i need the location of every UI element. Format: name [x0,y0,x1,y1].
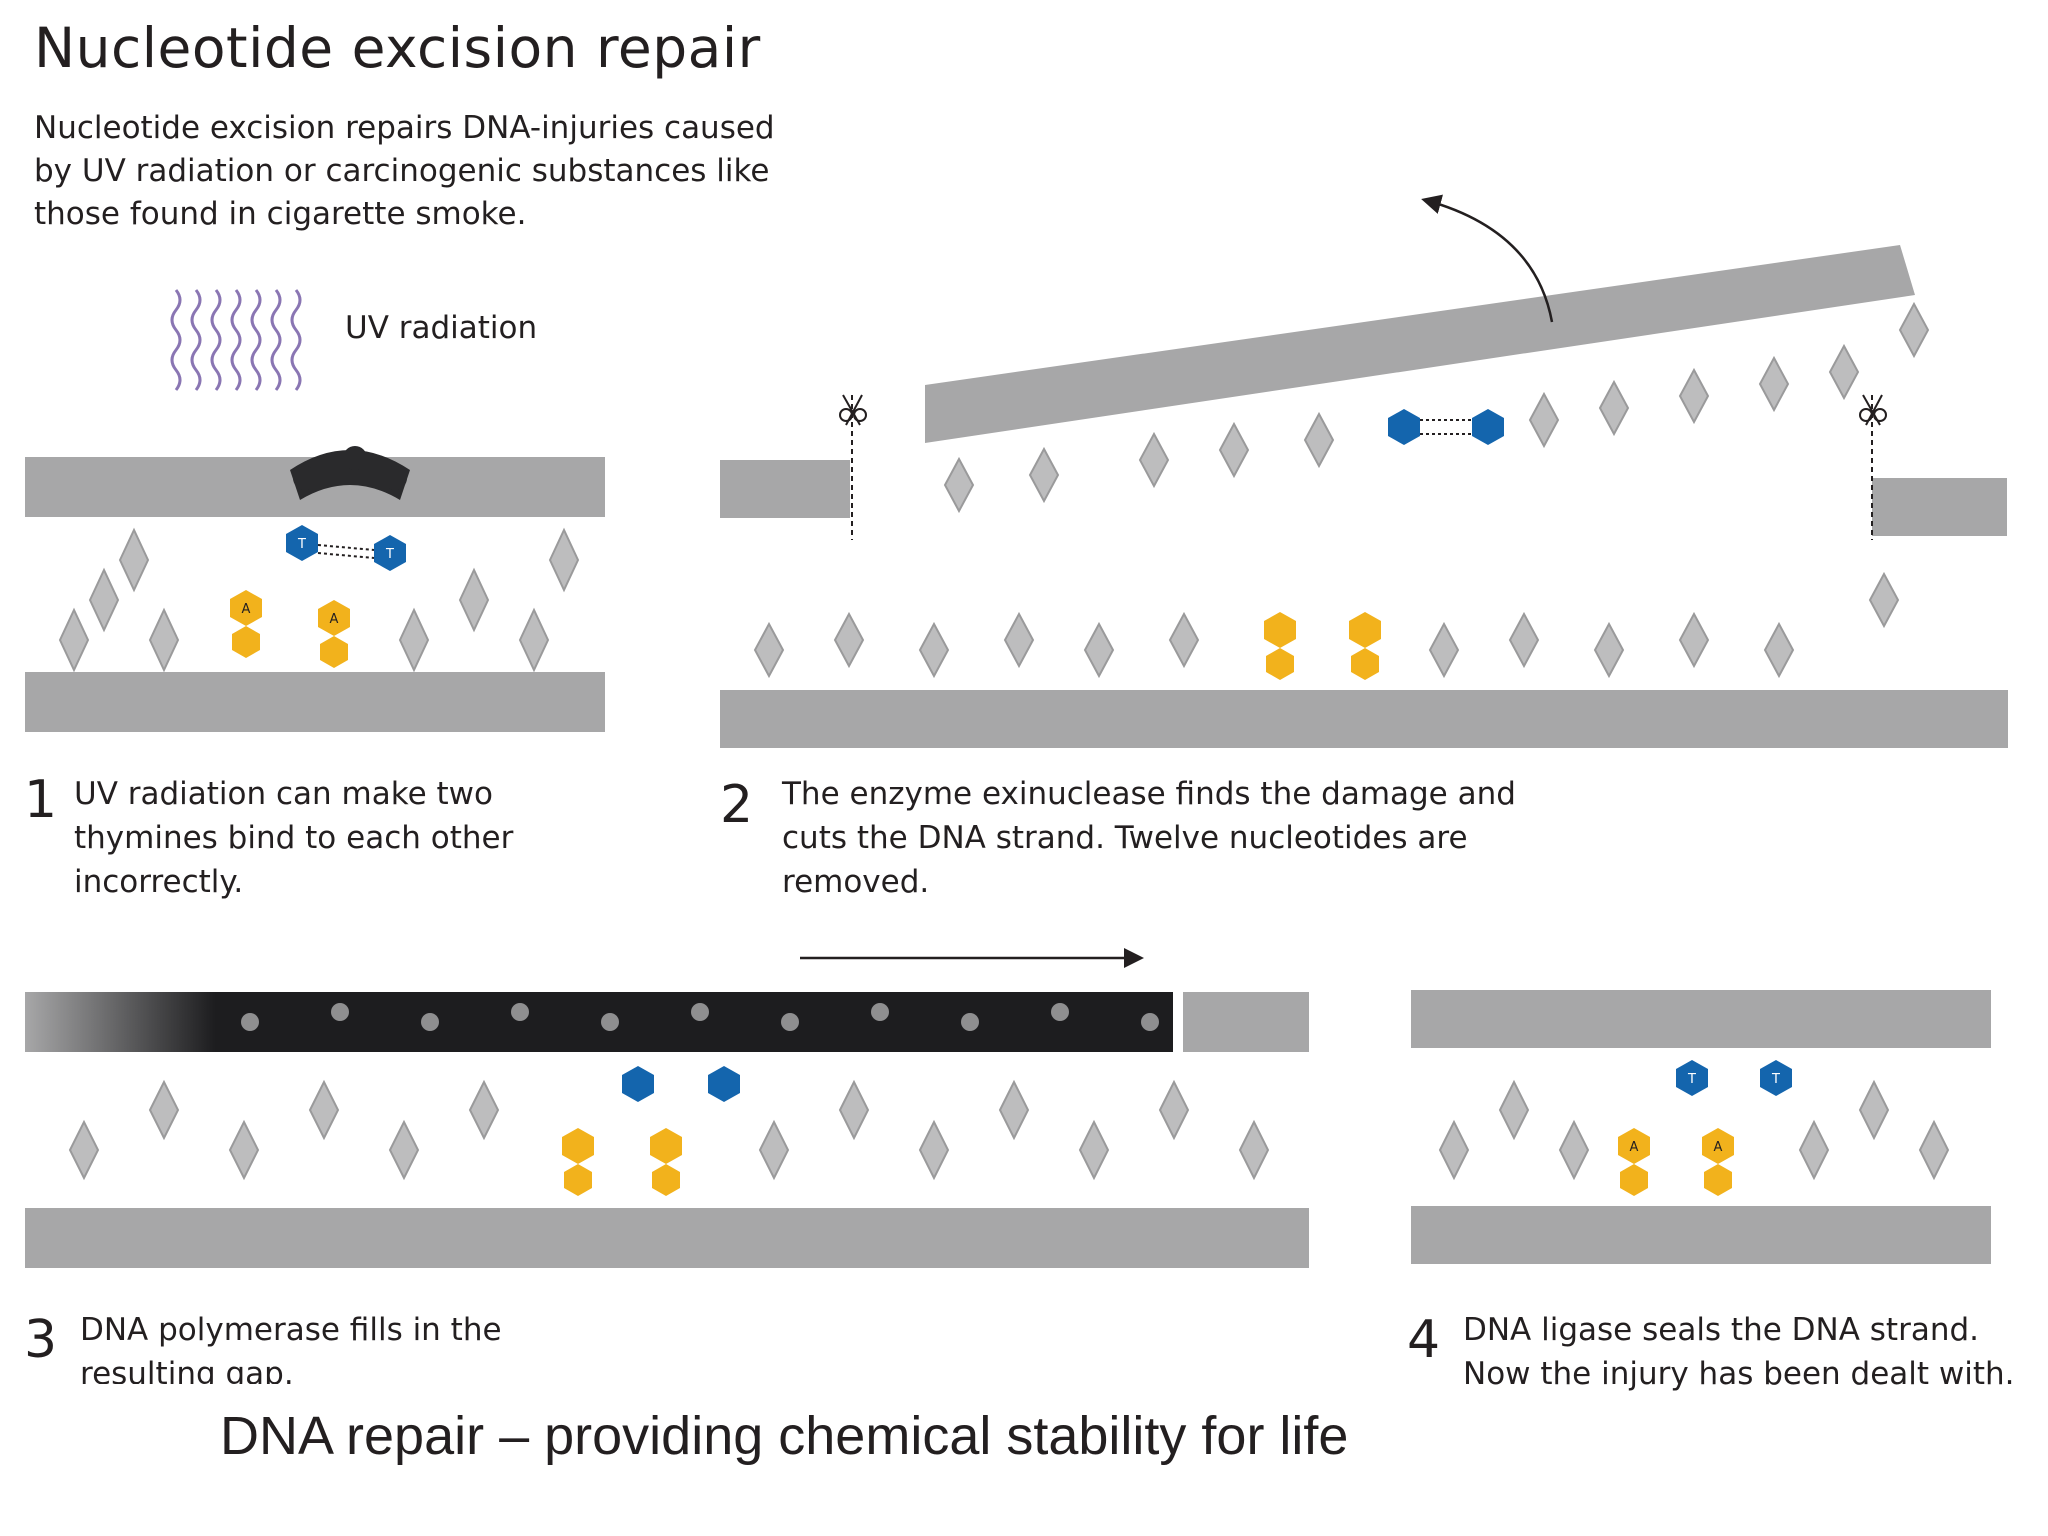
base-label: T [1687,1072,1696,1087]
dna-backbone-bottom [25,672,605,732]
caption-line: Now the injury has been dealt with. [1463,1356,2015,1392]
adenine-bases: A A [1618,1128,1734,1196]
removal-arrow [1421,194,1554,323]
step-3-caption: DNA polymerase fills in the resulting ga… [80,1308,502,1384]
dna-backbone-bottom [25,1208,1309,1268]
dna-backbone-bottom [1411,1206,1991,1264]
dna-backbone-top-left [720,460,850,518]
caption-line: DNA ligase seals the DNA strand. [1463,1312,1980,1348]
thymine-bases: T T [1676,1060,1792,1096]
dna-backbone-top-right [1183,992,1309,1052]
base-label: T [1771,1072,1780,1087]
step-1-number: 1 [24,770,58,830]
caption-line: thymines bind to each other [74,820,514,856]
base-label: A [1714,1140,1723,1155]
step-2-number: 2 [720,775,754,835]
panel-3-polymerase [25,948,1309,1268]
adenine-bases: A A [230,590,350,668]
panel-2-excision [720,194,2008,748]
nucleotide-pairs [1438,1079,1950,1181]
new-strand [25,992,1173,1052]
caption-line: UV radiation can make two [74,776,493,812]
base-label: A [1630,1140,1639,1155]
caption-line: cuts the DNA strand. Twelve nucleotides … [782,820,1468,856]
step-1-caption: UV radiation can make two thymines bind … [74,772,513,904]
uv-distortion [290,446,410,500]
dna-backbone-top [1411,990,1991,1048]
scissors-icon [1859,394,1887,540]
new-strand-nucleotides [241,1003,1159,1031]
step-4-caption: DNA ligase seals the DNA strand. Now the… [1463,1308,2015,1396]
caption-line: resulting gap. [80,1356,294,1384]
intro-line: those found in cigarette smoke. [34,196,527,232]
base-label: T [385,547,394,562]
adenine-bases [562,1128,682,1196]
new-strand-fade [25,992,215,1052]
scissors-icon [839,394,867,540]
caption-line: The enzyme exinuclease finds the damage … [782,776,1516,812]
base-label: T [297,537,306,552]
intro-line: Nucleotide excision repairs DNA-injuries… [34,110,775,146]
thymine-dimer-excised [1388,409,1504,445]
excised-nucleotides [943,301,1930,514]
dna-backbone-top-right [1872,478,2007,536]
excised-strand [925,245,1915,443]
uv-wave-icon [170,289,302,391]
panel-1-uv-damage: T T A A [25,289,605,732]
nucleotide-pairs [58,527,580,673]
step-4-number: 4 [1407,1310,1441,1370]
adenine-bases [1264,612,1381,680]
intro-line: by UV radiation or carcinogenic substanc… [34,153,770,189]
thymine-bases [622,1066,740,1102]
step-3-number: 3 [24,1310,58,1370]
base-label: A [242,602,251,617]
thymine-dimer: T T [286,525,406,571]
caption-line: DNA polymerase fills in the [80,1312,502,1348]
intro-text: Nucleotide excision repairs DNA-injuries… [34,107,775,236]
footer-banner: DNA repair – providing chemical stabilit… [220,1406,1349,1466]
uv-radiation-label: UV radiation [345,310,538,346]
panel-4-ligase: T T A A [1411,990,1991,1264]
remaining-strand-nucleotides [753,571,1900,679]
step-3-caption-clip: DNA polymerase fills in the resulting ga… [78,1308,638,1384]
base-label: A [330,612,339,627]
caption-line: removed. [782,864,930,900]
page-title: Nucleotide excision repair [34,16,761,80]
dna-backbone-bottom [720,690,2008,748]
caption-line: incorrectly. [74,864,244,900]
nucleotide-pairs [68,1079,1270,1181]
step-2-caption: The enzyme exinuclease finds the damage … [782,772,1516,904]
